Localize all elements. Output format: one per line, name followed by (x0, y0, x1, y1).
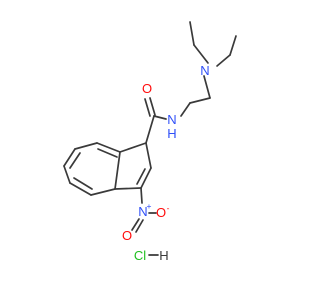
nitro-nitrogen-charge: + (147, 201, 152, 211)
bond (145, 142, 152, 169)
bond (97, 148, 118, 158)
bond (69, 152, 81, 169)
amine-nitrogen-label: N (200, 63, 209, 78)
hydrochloride-hydrogen-label: H (159, 248, 168, 263)
bond (189, 97, 211, 104)
bond (119, 142, 147, 153)
amide-nitrogen-label: N (167, 112, 176, 127)
bond (96, 142, 121, 153)
bond (153, 115, 167, 120)
bond (135, 219, 144, 233)
bond (144, 98, 151, 117)
atom-labels: O N H N N + O O - Cl H (122, 63, 210, 263)
bond (69, 182, 92, 196)
bond (203, 75, 211, 99)
bond (63, 148, 76, 167)
nitro-oxygen-double-label: O (122, 228, 132, 243)
bond (149, 97, 156, 116)
molecule-structure: O N H N N + O O - Cl H (63, 21, 237, 263)
carbonyl-oxygen-label: O (142, 81, 152, 96)
nitro-oxygen-charge: - (167, 203, 170, 213)
bond (73, 177, 93, 190)
bond (140, 187, 143, 204)
bond (229, 35, 237, 56)
bond (145, 115, 155, 144)
bond (63, 165, 71, 184)
bond (74, 142, 98, 150)
bond (189, 21, 195, 46)
amide-hydrogen-label: H (167, 126, 176, 141)
bond (140, 167, 152, 189)
bond (114, 151, 121, 190)
bond (90, 188, 116, 196)
bond (136, 168, 146, 185)
nitro-oxygen-single-label: O (156, 205, 166, 220)
bond (193, 44, 209, 64)
bond (131, 218, 140, 231)
bond (216, 54, 231, 67)
chlorine-label: Cl (134, 248, 146, 263)
bond (180, 102, 191, 117)
nitro-nitrogen-label: N (138, 204, 147, 219)
bond (114, 187, 142, 190)
bond-group (63, 21, 237, 256)
